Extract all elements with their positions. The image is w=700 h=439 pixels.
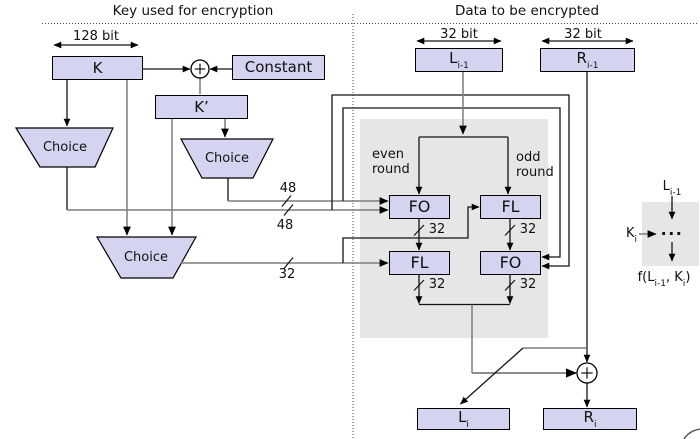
legend-dots: ··· bbox=[660, 224, 684, 243]
round-function-panel bbox=[360, 119, 548, 338]
corner-arc bbox=[683, 428, 700, 439]
r-width-label: 32 bit bbox=[564, 27, 602, 42]
r-prev-label: Ri-1 bbox=[576, 49, 599, 71]
bus-32-even-mid-label: 32 bbox=[428, 222, 446, 237]
fl-even-label: FL bbox=[410, 253, 429, 272]
constant-box: Constant bbox=[232, 55, 325, 80]
l-prev-label: Li-1 bbox=[449, 49, 469, 71]
k-box-label: K bbox=[92, 58, 103, 77]
fo-even-label: FO bbox=[408, 197, 431, 216]
bus-32-key-label: 32 bbox=[278, 267, 296, 282]
legend-key-label: Ki bbox=[625, 226, 637, 245]
l-next-box: Li bbox=[417, 408, 510, 430]
l-prev-box: Li-1 bbox=[415, 48, 503, 72]
right-section-header: Data to be encrypted bbox=[454, 3, 600, 19]
bus-32-even-out-label: 32 bbox=[428, 277, 446, 292]
bus-32-odd-out-label: 32 bbox=[519, 277, 537, 292]
fl-odd-label: FL bbox=[501, 197, 520, 216]
odd-round-label: odd round bbox=[516, 150, 554, 180]
l-width-label: 32 bit bbox=[440, 27, 478, 42]
legend-input-label: Li-1 bbox=[662, 179, 682, 198]
legend-wires bbox=[639, 196, 676, 262]
data-path-wires bbox=[415, 72, 591, 408]
even-round-label: even round bbox=[372, 147, 410, 177]
xor-key-icon bbox=[190, 59, 210, 79]
choice-mid-label: Choice bbox=[204, 151, 250, 166]
choice-bottom-label: Choice bbox=[123, 250, 169, 265]
l-next-label: Li bbox=[458, 408, 469, 430]
fo-odd-label: FO bbox=[499, 253, 522, 272]
k-prime-box: K’ bbox=[155, 95, 248, 119]
key-schedule-wires bbox=[63, 65, 570, 270]
xor-round-icon bbox=[576, 362, 598, 384]
r-next-box: Ri bbox=[543, 408, 637, 430]
choice-top-label: Choice bbox=[42, 140, 88, 155]
bus-width-slashes bbox=[281, 195, 516, 291]
r-next-label: Ri bbox=[583, 408, 597, 430]
fo-odd-box: FO bbox=[480, 251, 541, 275]
k-prime-box-label: K’ bbox=[194, 97, 209, 116]
k-box: K bbox=[52, 56, 143, 80]
constant-box-label: Constant bbox=[244, 58, 313, 76]
key-width-label: 128 bit bbox=[73, 29, 119, 44]
bus-48-lower-label: 48 bbox=[276, 218, 294, 233]
choice-mid-trapezoid bbox=[179, 138, 274, 179]
legend-output-label: f(Li-1, Ki) bbox=[637, 270, 691, 289]
left-section-header: Key used for encryption bbox=[112, 3, 274, 19]
choice-top-trapezoid bbox=[14, 127, 114, 168]
bus-48-upper-label: 48 bbox=[279, 181, 297, 196]
r-prev-box: Ri-1 bbox=[540, 48, 635, 72]
fl-even-box: FL bbox=[389, 251, 450, 275]
fo-even-box: FO bbox=[389, 195, 450, 219]
choice-bottom-trapezoid bbox=[95, 236, 198, 279]
fl-odd-box: FL bbox=[480, 195, 541, 219]
bus-32-odd-mid-label: 32 bbox=[519, 222, 537, 237]
